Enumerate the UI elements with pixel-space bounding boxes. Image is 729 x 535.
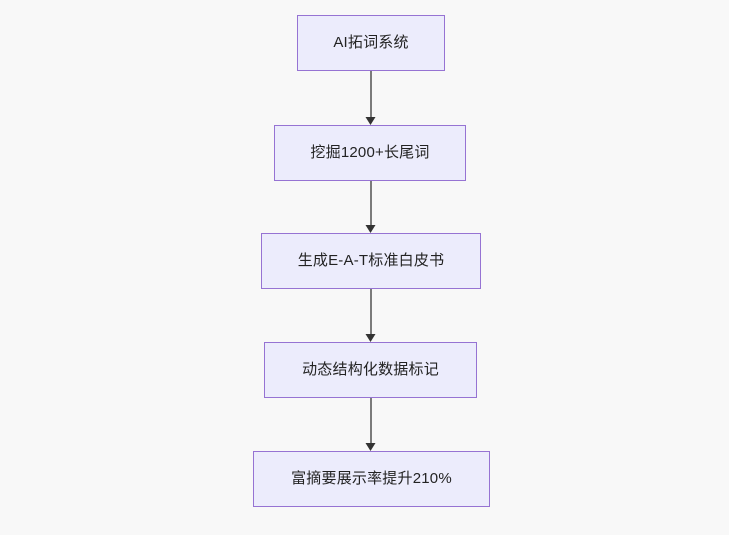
flowchart-node-2[interactable]: 挖掘1200+长尾词 (274, 125, 466, 181)
flowchart-node-1[interactable]: AI拓词系统 (297, 15, 445, 71)
arrow-down-icon (365, 117, 376, 125)
flowchart-node-1-label: AI拓词系统 (333, 34, 409, 51)
flowchart-node-4-label: 动态结构化数据标记 (302, 361, 439, 378)
flowchart-node-4[interactable]: 动态结构化数据标记 (264, 342, 477, 398)
flowchart-node-5-label: 富摘要展示率提升210% (291, 470, 452, 487)
flowchart-node-3-label: 生成E-A-T标准白皮书 (297, 252, 445, 269)
arrow-down-icon (365, 334, 376, 342)
arrow-down-icon (365, 225, 376, 233)
edge-line (370, 71, 372, 117)
edge-line (370, 398, 372, 443)
flowchart-node-2-label: 挖掘1200+长尾词 (310, 144, 430, 161)
flowchart-node-5[interactable]: 富摘要展示率提升210% (253, 451, 490, 507)
edge-line (370, 289, 372, 334)
edge-line (370, 181, 372, 225)
flowchart-node-3[interactable]: 生成E-A-T标准白皮书 (261, 233, 481, 289)
arrow-down-icon (365, 443, 376, 451)
